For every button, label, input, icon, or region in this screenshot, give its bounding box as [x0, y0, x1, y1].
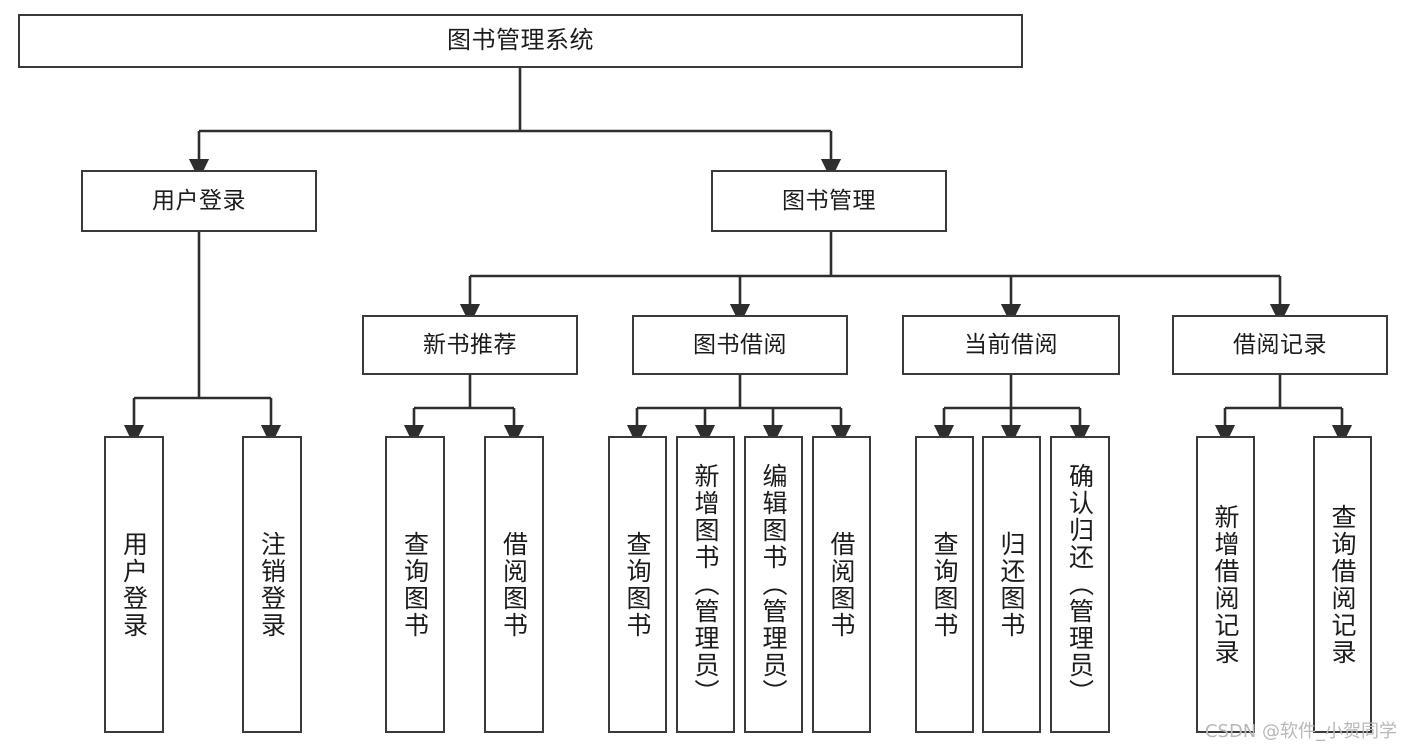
leaf-query-book-1[interactable]: 查询图书: [385, 436, 445, 733]
node-label: 借阅图书: [827, 530, 856, 639]
leaf-confirm-return-admin[interactable]: 确认归还（管理员）: [1050, 436, 1110, 733]
leaf-query-borrow-record[interactable]: 查询借阅记录: [1313, 436, 1372, 733]
node-label: 借阅图书: [499, 530, 529, 639]
node-root-book-management-system[interactable]: 图书管理系统: [18, 14, 1023, 68]
node-user-login[interactable]: 用户登录: [81, 170, 317, 232]
node-current-borrowing[interactable]: 当前借阅: [902, 315, 1120, 375]
node-label: 查询借阅记录: [1328, 503, 1357, 666]
watermark: CSDN @软件_小贺同学: [1204, 721, 1397, 742]
node-label: 图书借阅: [693, 331, 787, 358]
node-label: 编辑图书（管理员）: [759, 463, 788, 706]
leaf-add-borrow-record[interactable]: 新增借阅记录: [1196, 436, 1255, 733]
node-book-management[interactable]: 图书管理: [711, 170, 947, 232]
node-label: 确认归还（管理员）: [1065, 463, 1095, 706]
node-label: 借阅记录: [1233, 331, 1327, 358]
node-label: 图书管理: [782, 187, 876, 214]
leaf-query-book-3[interactable]: 查询图书: [915, 436, 974, 733]
node-label: 新增图书（管理员）: [691, 463, 720, 706]
node-label: 查询图书: [623, 530, 652, 639]
node-label: 用户登录: [152, 187, 246, 214]
leaf-query-book-2[interactable]: 查询图书: [608, 436, 667, 733]
node-label: 当前借阅: [964, 331, 1058, 358]
node-borrowing-record[interactable]: 借阅记录: [1172, 315, 1388, 375]
leaf-borrow-book-2[interactable]: 借阅图书: [812, 436, 871, 733]
leaf-logout[interactable]: 注销登录: [242, 436, 302, 733]
leaf-add-book-admin[interactable]: 新增图书（管理员）: [676, 436, 735, 733]
node-new-book-recommendation[interactable]: 新书推荐: [362, 315, 578, 375]
node-label: 归还图书: [997, 530, 1026, 639]
node-label: 用户登录: [119, 530, 149, 639]
leaf-borrow-book-1[interactable]: 借阅图书: [484, 436, 544, 733]
node-label: 图书管理系统: [447, 26, 594, 55]
leaf-return-book[interactable]: 归还图书: [982, 436, 1041, 733]
leaf-edit-book-admin[interactable]: 编辑图书（管理员）: [744, 436, 803, 733]
node-label: 新书推荐: [423, 331, 517, 358]
node-label: 注销登录: [257, 530, 287, 639]
node-label: 查询图书: [400, 530, 430, 639]
node-label: 新增借阅记录: [1211, 503, 1240, 666]
node-book-borrowing[interactable]: 图书借阅: [632, 315, 848, 375]
leaf-user-login[interactable]: 用户登录: [104, 436, 164, 733]
node-label: 查询图书: [930, 530, 959, 639]
